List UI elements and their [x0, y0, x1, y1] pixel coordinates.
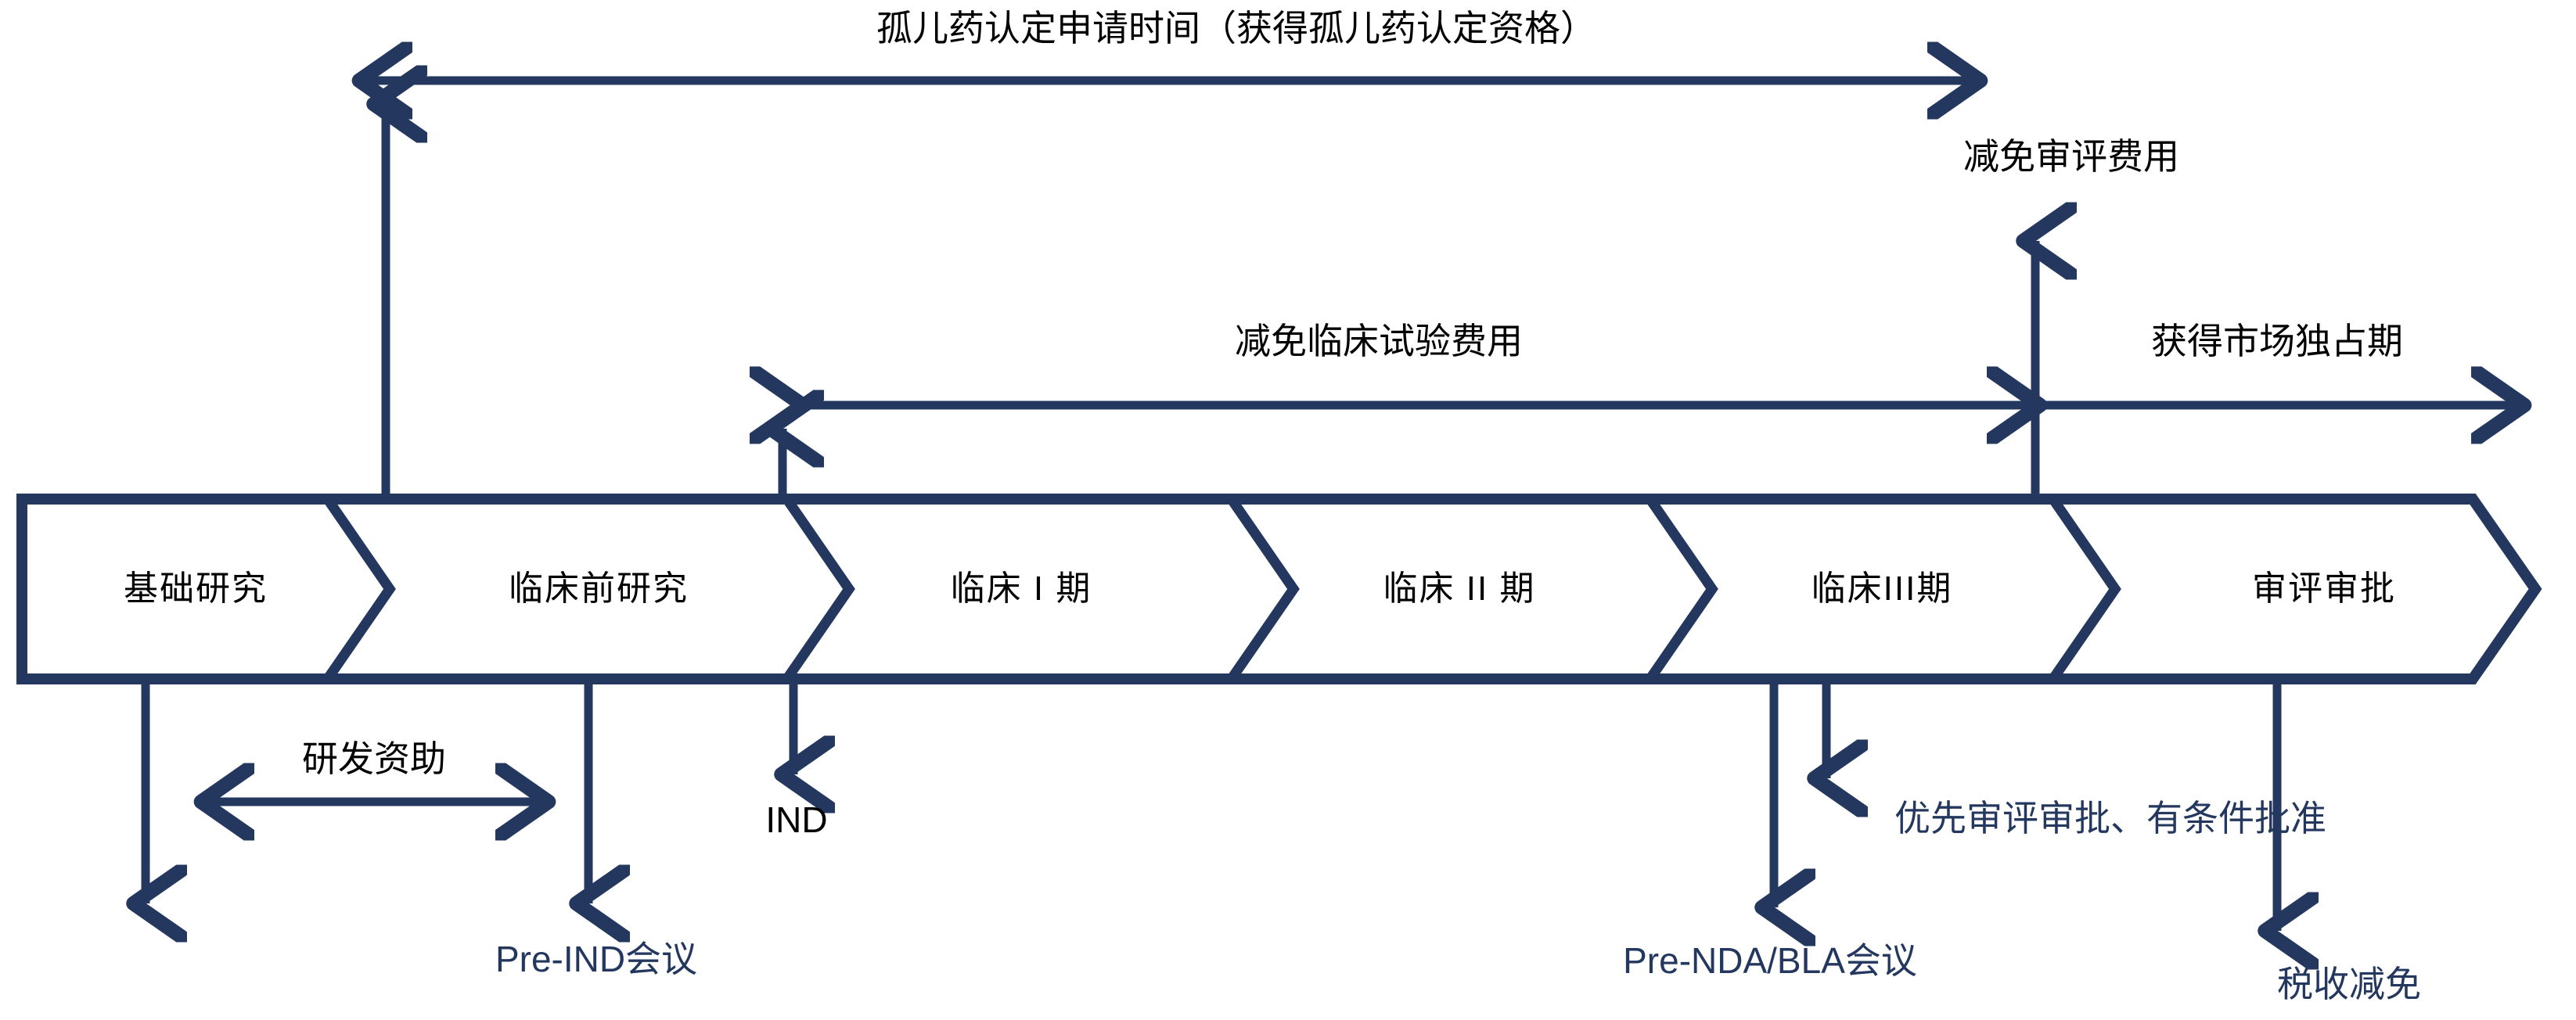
waive-clinical-trial-fee-label: 减免临床试验费用	[1235, 321, 1523, 361]
stage-label-clinical-phase-3: 临床III期	[1811, 569, 1953, 608]
pre-nda-bla-meeting-label: Pre-NDA/BLA会议	[1623, 940, 1917, 981]
clinical-trial-fee-arrow-group	[783, 405, 2516, 501]
chevron-divider-2	[783, 497, 855, 681]
chevron-outer-frame	[16, 494, 2542, 684]
process-chevron-bar	[16, 494, 2542, 684]
chevron-divider-1	[324, 497, 396, 681]
pre-ind-meeting-label: Pre-IND会议	[495, 939, 698, 979]
waive-review-fee-label: 减免审评费用	[1963, 136, 2179, 177]
stage-label-clinical-phase-2: 临床 II 期	[1383, 569, 1536, 608]
stage-label-review-approval: 审评审批	[2252, 569, 2396, 608]
chevron-divider-5	[2049, 497, 2121, 681]
below-arrow-group	[146, 679, 2277, 931]
market-exclusivity-label: 获得市场独占期	[2151, 321, 2403, 361]
priority-review-label: 优先审评审批、有条件批准	[1894, 798, 2326, 839]
rd-funding-label: 研发资助	[302, 738, 446, 779]
orphan-designation-label: 孤儿药认定申请时间（获得孤儿药认定资格）	[876, 8, 1596, 48]
chevron-divider-4	[1646, 497, 1718, 681]
stage-label-basic-research: 基础研究	[124, 569, 268, 608]
stage-label-clinical-phase-1: 临床 I 期	[950, 569, 1092, 608]
stage-label-preclinical-research: 临床前研究	[509, 569, 689, 608]
tax-reduction-label: 税收减免	[2277, 964, 2421, 1004]
chevron-divider-3	[1228, 497, 1300, 681]
ind-label: IND	[765, 799, 828, 840]
orphan-designation-arrow-group	[368, 81, 1972, 501]
